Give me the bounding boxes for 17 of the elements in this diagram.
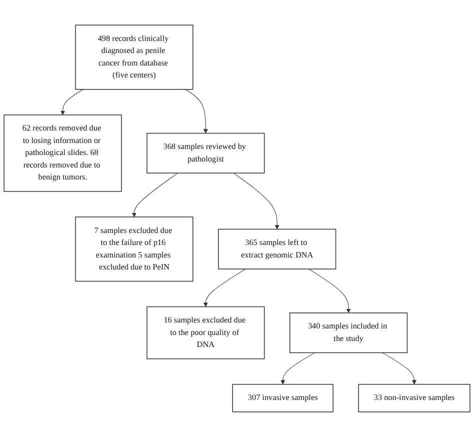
- node-box: 340 samples included in the study: [289, 312, 408, 353]
- arrow: [132, 172, 178, 217]
- node-box: 365 samples left to extract genomic DNA: [218, 228, 336, 269]
- arrow: [185, 88, 208, 133]
- arrow: [203, 268, 246, 306]
- node-box: 368 samples reviewed by pathologist: [146, 132, 265, 173]
- arrow: [60, 88, 84, 115]
- arrow: [280, 352, 316, 384]
- arrow: [308, 268, 351, 313]
- node-box: 62 records removed due to losing information or pathological slides. 68 records removed due to benign tumors.: [4, 114, 122, 192]
- node-box: 7 samples excluded due to the failure of p16 examination 5 samples excluded due to PeIN: [75, 216, 194, 282]
- node-box: 498 records clinically diagnosed as penile cancer from database (five centers): [75, 24, 194, 90]
- node-box: 307 invasive samples: [232, 383, 334, 412]
- node-box: 33 non-invasive samples: [358, 383, 470, 412]
- arrow: [233, 172, 280, 229]
- arrow: [382, 352, 416, 384]
- node-box: 16 samples excluded due to the poor quality of DNA: [146, 306, 265, 359]
